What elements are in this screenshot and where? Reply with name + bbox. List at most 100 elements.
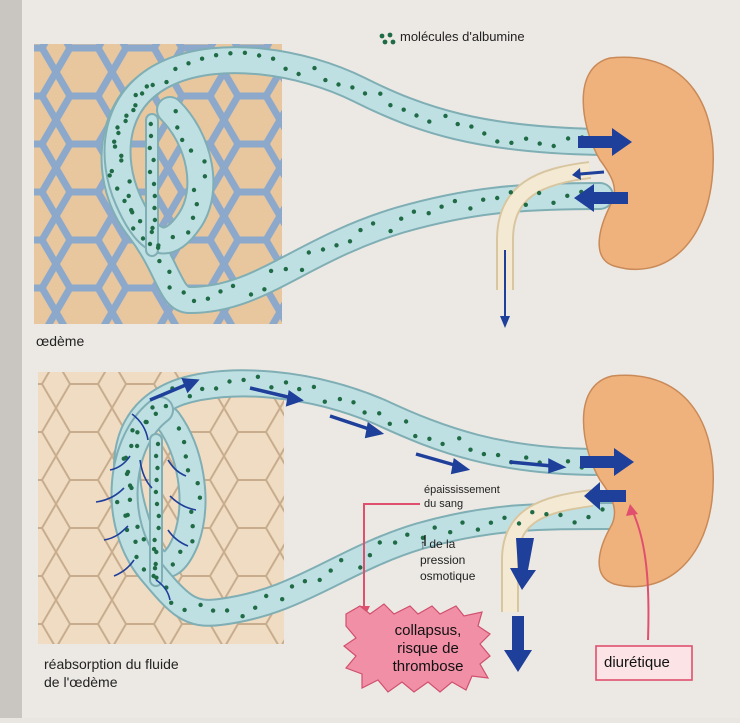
albumin-dot bbox=[280, 597, 284, 601]
albumin-dot bbox=[115, 186, 119, 190]
albumin-dot bbox=[321, 247, 325, 251]
albumin-dot bbox=[122, 457, 126, 461]
albumin-dot bbox=[131, 226, 135, 230]
albumin-dot bbox=[262, 287, 266, 291]
albumin-dot bbox=[113, 144, 117, 148]
albumin-dot bbox=[231, 284, 235, 288]
panel-bottom-caption-line1: réabsorption du fluide bbox=[44, 656, 179, 672]
albumin-dot bbox=[524, 203, 528, 207]
albumin-dot bbox=[249, 292, 253, 296]
albumin-dot bbox=[399, 217, 403, 221]
albumin-dot bbox=[157, 259, 161, 263]
albumin-dot bbox=[155, 502, 159, 506]
albumin-dot bbox=[351, 400, 355, 404]
albumin-dot bbox=[142, 567, 146, 571]
albumin-dot bbox=[551, 201, 555, 205]
albumin-dot bbox=[202, 159, 206, 163]
albumin-dot bbox=[151, 574, 155, 578]
albumin-dot bbox=[195, 202, 199, 206]
albumin-dot bbox=[517, 521, 521, 525]
albumin-dot bbox=[358, 565, 362, 569]
albumin-dot bbox=[482, 452, 486, 456]
albumin-dot bbox=[481, 198, 485, 202]
thickening-label-line2: du sang bbox=[424, 498, 463, 511]
albumin-dot bbox=[154, 550, 158, 554]
albumin-dot bbox=[154, 478, 158, 482]
albumin-dot bbox=[154, 412, 158, 416]
albumin-dot bbox=[186, 61, 190, 65]
albumin-dot bbox=[164, 80, 168, 84]
albumin-dot bbox=[350, 85, 354, 89]
albumin-dot bbox=[502, 516, 506, 520]
albumin-dot bbox=[489, 521, 493, 525]
albumin-dot bbox=[156, 246, 160, 250]
albumin-dot bbox=[413, 434, 417, 438]
albumin-dot bbox=[152, 206, 156, 210]
albumin-dot bbox=[110, 169, 114, 173]
albumin-dot bbox=[171, 235, 175, 239]
albumin-dot bbox=[135, 444, 139, 448]
panel-bottom-caption-line2: de l'œdème bbox=[44, 674, 117, 690]
albumin-dot bbox=[125, 472, 129, 476]
albumin-dot bbox=[157, 514, 161, 518]
albumin-dot bbox=[218, 289, 222, 293]
albumin-dot bbox=[142, 537, 146, 541]
albumin-dot bbox=[127, 194, 131, 198]
collapse-label-line2: risque de bbox=[378, 640, 478, 657]
albumin-dot bbox=[155, 466, 159, 470]
albumin-dot bbox=[509, 190, 513, 194]
albumin-dot bbox=[296, 72, 300, 76]
albumin-dot bbox=[448, 530, 452, 534]
albumin-dot bbox=[414, 113, 418, 117]
albumin-dot bbox=[141, 236, 145, 240]
albumin-dot bbox=[134, 93, 138, 97]
legend-albumin-label: molécules d'albumine bbox=[400, 30, 525, 45]
albumin-dot bbox=[198, 496, 202, 500]
albumin-dot bbox=[404, 419, 408, 423]
albumin-dot bbox=[439, 205, 443, 209]
albumin-dot bbox=[135, 525, 139, 529]
albumin-dot bbox=[358, 228, 362, 232]
albumin-dot bbox=[180, 138, 184, 142]
albumin-dot bbox=[150, 226, 154, 230]
albumin-dot bbox=[173, 67, 177, 71]
albumin-dot bbox=[191, 216, 195, 220]
albumin-dot bbox=[412, 210, 416, 214]
albumin-dot bbox=[186, 230, 190, 234]
albumin-dot bbox=[182, 440, 186, 444]
pressure-label-line2: pression bbox=[420, 554, 465, 568]
albumin-dot bbox=[131, 108, 135, 112]
albumin-dot bbox=[537, 191, 541, 195]
albumin-dot bbox=[149, 134, 153, 138]
albumin-dot bbox=[427, 119, 431, 123]
albumin-dot bbox=[148, 170, 152, 174]
albumin-dot bbox=[115, 500, 119, 504]
albumin-dot bbox=[189, 148, 193, 152]
albumin-dot bbox=[443, 114, 447, 118]
albumin-dot bbox=[128, 498, 132, 502]
albumin-dot bbox=[138, 219, 142, 223]
albumin-dot bbox=[362, 410, 366, 414]
albumin-dot bbox=[214, 53, 218, 57]
albumin-dot bbox=[509, 141, 513, 145]
albumin-dot bbox=[156, 442, 160, 446]
albumin-dot bbox=[256, 375, 260, 379]
albumin-dot bbox=[134, 555, 138, 559]
albumin-dot bbox=[457, 436, 461, 440]
albumin-dot bbox=[600, 507, 604, 511]
albumin-dot bbox=[145, 84, 149, 88]
collapse-label-line1: collapsus, bbox=[378, 622, 478, 639]
pressure-label-line3: osmotique bbox=[420, 570, 475, 584]
albumin-dot bbox=[192, 188, 196, 192]
albumin-dot bbox=[150, 405, 154, 409]
albumin-dot bbox=[192, 299, 196, 303]
albumin-dot bbox=[140, 91, 144, 95]
albumin-dot bbox=[214, 386, 218, 390]
albumin-dot bbox=[440, 442, 444, 446]
albumin-dot bbox=[524, 137, 528, 141]
albumin-dot bbox=[115, 125, 119, 129]
albumin-dot bbox=[336, 82, 340, 86]
albumin-dot bbox=[182, 290, 186, 294]
albumin-dot bbox=[257, 53, 261, 57]
